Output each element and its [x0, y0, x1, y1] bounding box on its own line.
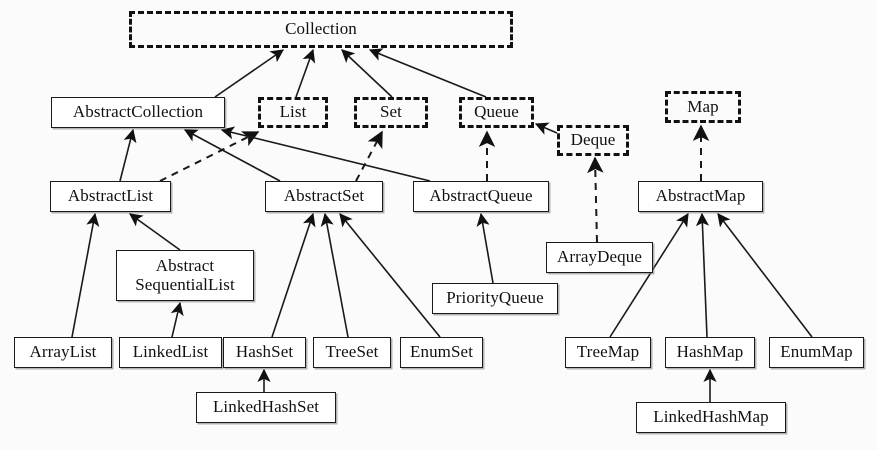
- edge-abstractsequentiallist-to-abstractlist: [129, 213, 181, 251]
- node-label-abstractset: AbstractSet: [283, 186, 365, 206]
- edge-priorityqueue-to-abstractqueue: [476, 212, 494, 284]
- node-label-arraylist: ArrayList: [29, 342, 97, 362]
- node-label-hashmap: HashMap: [676, 342, 744, 362]
- node-hashset[interactable]: HashSet: [223, 337, 306, 368]
- node-label-map: Map: [687, 96, 719, 116]
- edge-enumset-to-abstractset: [339, 213, 441, 338]
- node-set[interactable]: Set: [354, 97, 428, 128]
- edge-enummap-to-abstractmap: [717, 213, 813, 338]
- node-abstractcollection[interactable]: AbstractCollection: [51, 97, 225, 128]
- node-label-enumset: EnumSet: [409, 342, 474, 362]
- node-label-linkedhashset: LinkedHashSet: [212, 397, 320, 417]
- node-hashmap[interactable]: HashMap: [665, 337, 755, 368]
- edge-abstractcollection-to-collection: [214, 49, 284, 98]
- node-label-deque: Deque: [570, 130, 616, 150]
- node-label-enummap: EnumMap: [780, 342, 853, 362]
- edge-abstractset-to-set: [355, 130, 383, 182]
- node-linkedhashmap[interactable]: LinkedHashMap: [636, 402, 786, 433]
- node-enummap[interactable]: EnumMap: [769, 337, 864, 368]
- node-abstractmap[interactable]: AbstractMap: [638, 181, 763, 212]
- node-arraylist[interactable]: ArrayList: [14, 337, 112, 368]
- edge-linkedlist-to-abstractsequentiallist: [170, 301, 184, 338]
- edge-treemap-to-abstractmap: [609, 212, 689, 338]
- node-abstractlist[interactable]: AbstractList: [50, 181, 171, 212]
- edge-abstractqueue-to-abstractcollection: [220, 126, 431, 182]
- node-label-abstractlist: AbstractList: [67, 186, 154, 206]
- node-deque[interactable]: Deque: [557, 125, 629, 156]
- node-label-linkedhashmap: LinkedHashMap: [653, 407, 769, 427]
- node-label-treeset: TreeSet: [325, 342, 379, 362]
- node-label-hashset: HashSet: [235, 342, 294, 362]
- node-priorityqueue[interactable]: PriorityQueue: [432, 283, 558, 314]
- node-label-abstractcollection: AbstractCollection: [72, 102, 204, 122]
- node-list[interactable]: List: [258, 97, 328, 128]
- node-label-linkedlist: LinkedList: [132, 342, 209, 362]
- node-label-list: List: [279, 102, 307, 122]
- node-label-queue: Queue: [474, 102, 519, 122]
- edge-hashmap-to-abstractmap: [695, 212, 710, 338]
- edge-queue-to-collection: [368, 48, 487, 98]
- edge-treeset-to-abstractset: [320, 212, 349, 338]
- node-treemap[interactable]: TreeMap: [565, 337, 651, 368]
- node-label-arraydeque: ArrayDeque: [556, 247, 642, 267]
- node-label-set: Set: [379, 102, 403, 122]
- node-enumset[interactable]: EnumSet: [400, 337, 483, 368]
- edge-abstractlist-to-abstractcollection: [119, 128, 137, 182]
- node-label-collection: Collection: [285, 19, 357, 39]
- node-abstractset[interactable]: AbstractSet: [265, 181, 383, 212]
- node-label-abstractqueue: AbstractQueue: [429, 186, 533, 206]
- node-label-abstractsequentiallist: Abstract SequentialList: [135, 256, 235, 294]
- edge-abstractset-to-abstractcollection: [183, 129, 281, 182]
- node-arraydeque[interactable]: ArrayDeque: [546, 242, 653, 273]
- node-map[interactable]: Map: [665, 91, 741, 123]
- edge-arraydeque-to-deque: [587, 156, 604, 243]
- node-label-priorityqueue: PriorityQueue: [446, 288, 544, 308]
- node-treeset[interactable]: TreeSet: [313, 337, 391, 368]
- node-label-abstractmap: AbstractMap: [655, 186, 746, 206]
- edge-deque-to-queue: [534, 122, 558, 135]
- node-linkedhashset[interactable]: LinkedHashSet: [196, 392, 336, 423]
- node-linkedlist[interactable]: LinkedList: [119, 337, 222, 368]
- node-abstractqueue[interactable]: AbstractQueue: [413, 181, 549, 212]
- node-abstractsequentiallist[interactable]: Abstract SequentialList: [116, 250, 254, 301]
- node-label-treemap: TreeMap: [576, 342, 640, 362]
- node-queue[interactable]: Queue: [459, 97, 534, 128]
- edge-abstractlist-to-list: [159, 131, 260, 182]
- node-collection[interactable]: Collection: [129, 11, 513, 48]
- edge-hashset-to-abstractset: [271, 212, 316, 338]
- edge-arraylist-to-abstractlist: [71, 212, 100, 338]
- edge-set-to-collection: [341, 49, 393, 98]
- edge-list-to-collection: [295, 48, 316, 98]
